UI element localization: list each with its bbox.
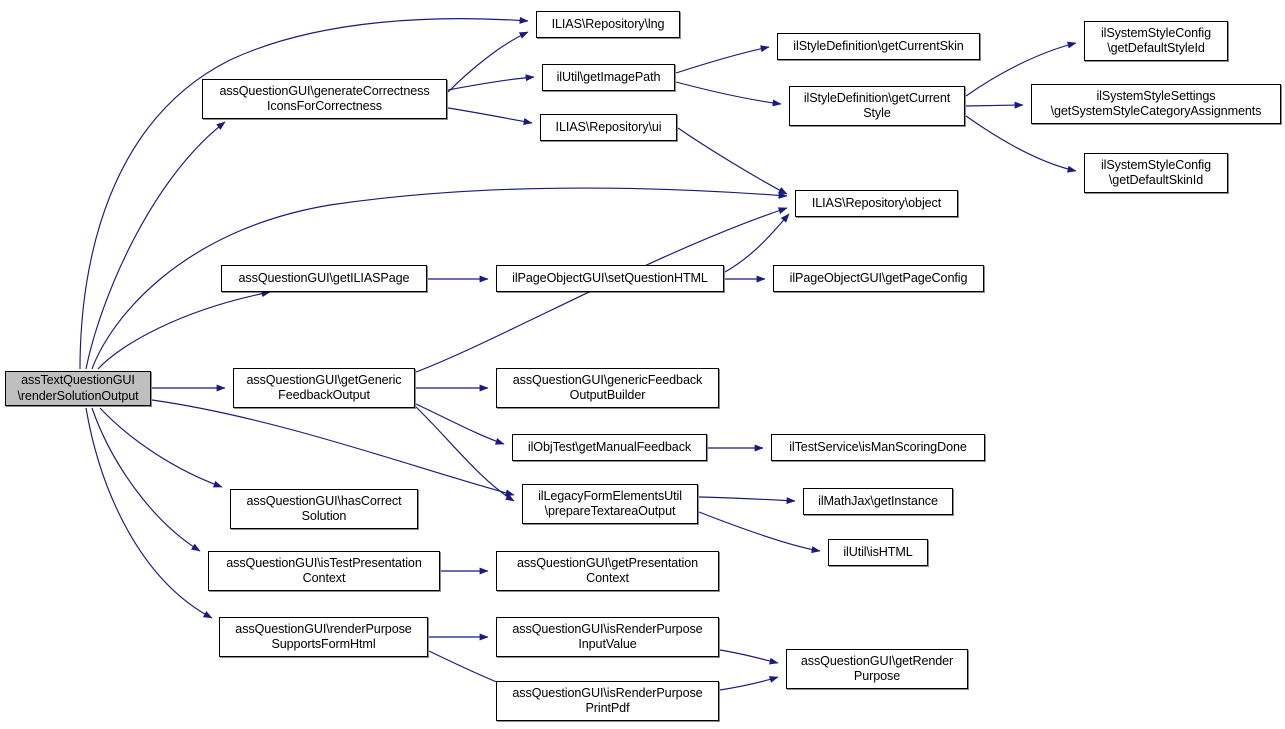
edge-genCorrIcons-to-ilrepoui (447, 107, 533, 125)
graph-node-mathJax[interactable]: ilMathJax\getInstance (803, 488, 953, 515)
graph-node-label: ilLegacyFormElementsUtil \prepareTextare… (538, 488, 682, 518)
graph-node-label: ilPageObjectGUI\getPageConfig (789, 270, 968, 285)
graph-node-label: ilPageObjectGUI\setQuestionHTML (512, 270, 708, 285)
edge-ui-to-object (677, 127, 788, 195)
graph-node-isTestPresCtx[interactable]: assQuestionGUI\isTestPresentation Contex… (208, 551, 440, 591)
edge-root-to-hasCorrectSol (99, 407, 223, 488)
graph-node-isHTML[interactable]: ilUtil\isHTML (828, 539, 928, 566)
graph-node-prepareTextarea[interactable]: ilLegacyFormElementsUtil \prepareTextare… (522, 484, 698, 524)
graph-node-label: ILIAS\Repository\lng (551, 16, 665, 31)
graph-node-getManualFeedback[interactable]: ilObjTest\getManualFeedback (512, 434, 707, 461)
edge-root-to-isTestPresCtx (91, 407, 201, 552)
graph-node-label: ilObjTest\getManualFeedback (527, 439, 692, 454)
graph-node-genFbBuilder[interactable]: assQuestionGUI\genericFeedback OutputBui… (496, 368, 719, 408)
graph-node-lng[interactable]: ILIAS\Repository\lng (536, 11, 680, 38)
graph-node-isRPInputValue[interactable]: assQuestionGUI\isRenderPurpose InputValu… (496, 617, 719, 657)
graph-node-setQuestionHTML[interactable]: ilPageObjectGUI\setQuestionHTML (496, 265, 724, 292)
graph-node-label: ilStyleDefinition\getCurrentSkin (793, 38, 964, 53)
edge-isRPPrintPdf-to-getRenderPurpose (719, 676, 779, 691)
graph-node-hasCorrectSol[interactable]: assQuestionGUI\hasCorrect Solution (230, 489, 418, 529)
edge-prepareTextarea-to-isHTML (698, 511, 821, 554)
edge-root-to-renderPurposeForm (85, 407, 213, 619)
graph-node-genCorrIcons[interactable]: assQuestionGUI\generateCorrectness Icons… (202, 79, 447, 119)
graph-node-label: ilTestService\isManScoringDone (789, 439, 967, 454)
graph-node-renderPurposeForm[interactable]: assQuestionGUI\renderPurpose SupportsFor… (219, 617, 428, 657)
graph-node-label: ilMathJax\getInstance (818, 493, 938, 508)
edge-getImagePath-to-getCurrentSkin (675, 45, 770, 74)
edge-getCurrentStyle-to-defaultSkinId (965, 115, 1077, 173)
edge-getImagePath-to-getCurrentStyle (675, 81, 782, 107)
graph-node-object[interactable]: ILIAS\Repository\object (795, 190, 958, 217)
graph-node-defaultStyleId[interactable]: ilSystemStyleConfig \getDefaultStyleId (1084, 21, 1228, 61)
graph-node-defaultSkinId[interactable]: ilSystemStyleConfig \getDefaultSkinId (1084, 153, 1228, 193)
graph-node-root[interactable]: assTextQuestionGUI \renderSolutionOutput (5, 371, 151, 406)
edge-getGenericFb-to-prepareTextarea (415, 406, 515, 502)
graph-node-isRPPrintPdf[interactable]: assQuestionGUI\isRenderPurpose PrintPdf (496, 681, 719, 721)
graph-node-getPresCtx[interactable]: assQuestionGUI\getPresentation Context (496, 551, 719, 591)
graph-node-label: assQuestionGUI\genericFeedback OutputBui… (512, 372, 703, 402)
edge-getGenericFb-to-object (415, 207, 788, 373)
graph-node-label: assQuestionGUI\getPresentation Context (516, 555, 699, 585)
graph-node-label: ilUtil\getImagePath (556, 69, 661, 84)
edge-genCorrIcons-to-lng (447, 31, 529, 93)
graph-node-label: ilUtil\isHTML (843, 544, 913, 559)
graph-node-label: assQuestionGUI\isTestPresentation Contex… (226, 555, 422, 585)
graph-node-label: ilStyleDefinition\getCurrent Style (803, 90, 951, 120)
graph-node-label: ILIAS\Repository\object (811, 195, 942, 210)
edge-getCurrentStyle-to-defaultStyleId (965, 41, 1077, 97)
graph-node-getCurrentSkin[interactable]: ilStyleDefinition\getCurrentSkin (777, 33, 980, 60)
graph-node-catAssignments[interactable]: ilSystemStyleSettings \getSystemStyleCat… (1031, 84, 1281, 124)
graph-node-label: ILIAS\Repository\ui (555, 119, 662, 134)
graph-node-label: assQuestionGUI\isRenderPurpose PrintPdf (512, 685, 703, 715)
graph-node-label: assQuestionGUI\generateCorrectness Icons… (219, 83, 430, 113)
edge-getCurrentStyle-to-catAssignments (965, 101, 1024, 109)
edge-isRPInputValue-to-getRenderPurpose (719, 649, 779, 665)
graph-node-label: ilSystemStyleConfig \getDefaultStyleId (1100, 25, 1212, 55)
graph-node-label: assQuestionGUI\getRender Purpose (800, 653, 954, 683)
graph-node-getRenderPurpose[interactable]: assQuestionGUI\getRender Purpose (786, 649, 968, 689)
edge-root-to-prepareTextarea (151, 399, 515, 497)
graph-node-getGenericFb[interactable]: assQuestionGUI\getGeneric FeedbackOutput (233, 368, 415, 408)
graph-node-label: assTextQuestionGUI \renderSolutionOutput (17, 373, 139, 403)
graph-node-label: assQuestionGUI\getILIASPage (238, 270, 410, 285)
edge-root-to-getILIASPage (97, 290, 271, 370)
edge-root-to-lng (79, 16, 529, 370)
graph-node-getImagePath[interactable]: ilUtil\getImagePath (542, 64, 675, 91)
edge-setQuestionHTML-to-object (724, 213, 790, 273)
graph-node-label: ilSystemStyleSettings \getSystemStyleCat… (1050, 88, 1262, 118)
edge-root-to-object (91, 187, 788, 370)
graph-node-label: assQuestionGUI\renderPurpose SupportsFor… (235, 621, 412, 651)
edge-prepareTextarea-to-mathJax (698, 496, 796, 505)
graph-node-getPageConfig[interactable]: ilPageObjectGUI\getPageConfig (773, 265, 984, 292)
graph-node-label: assQuestionGUI\getGeneric FeedbackOutput (246, 372, 402, 402)
graph-node-getCurrentStyle[interactable]: ilStyleDefinition\getCurrent Style (789, 86, 965, 126)
graph-node-label: assQuestionGUI\isRenderPurpose InputValu… (512, 621, 703, 651)
graph-node-ui[interactable]: ILIAS\Repository\ui (540, 114, 677, 141)
edge-getGenericFb-to-getManualFeedback (415, 403, 505, 445)
graph-node-isManScoringDone[interactable]: ilTestService\isManScoringDone (771, 434, 985, 461)
graph-node-label: assQuestionGUI\hasCorrect Solution (246, 493, 402, 523)
edge-genCorrIcons-to-getImagePath (447, 74, 535, 91)
graph-node-getILIASPage[interactable]: assQuestionGUI\getILIASPage (221, 265, 427, 292)
edge-root-to-genCorrIcons (85, 121, 226, 370)
graph-node-label: ilSystemStyleConfig \getDefaultSkinId (1100, 157, 1212, 187)
